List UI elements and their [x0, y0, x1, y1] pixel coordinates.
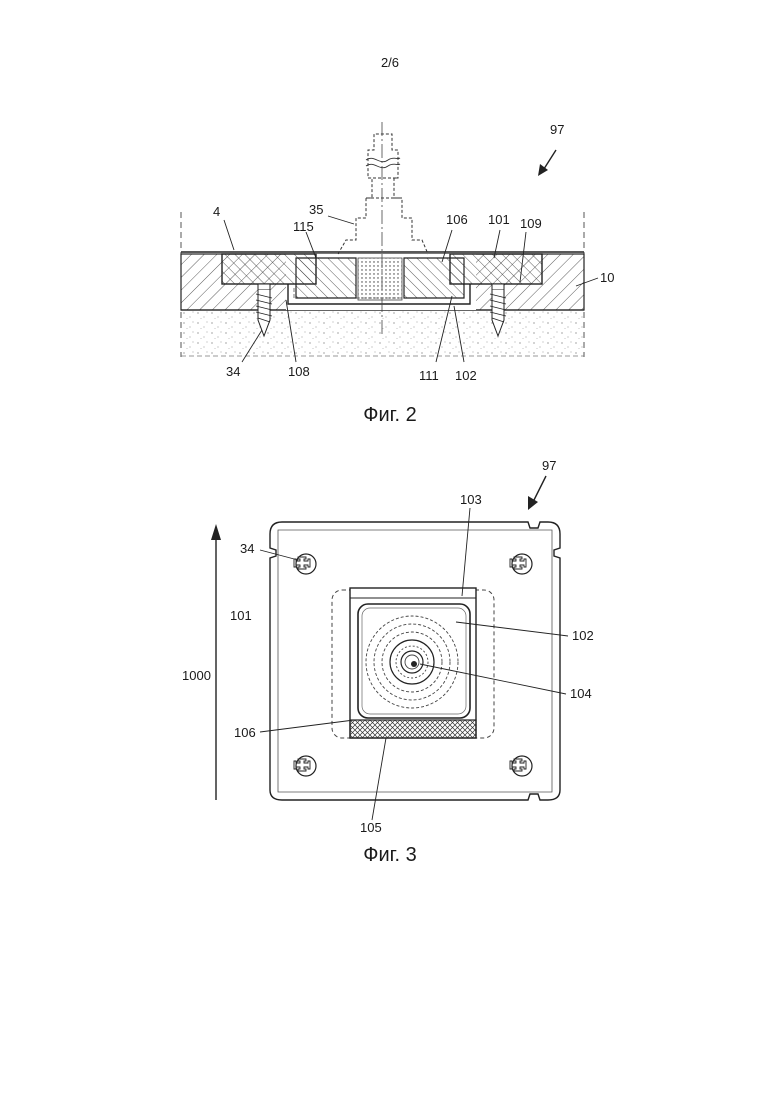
fig3-label-105: 105 [360, 820, 382, 835]
fig3-label-101: 101 [230, 608, 252, 623]
fig3-label-102: 102 [572, 628, 594, 643]
fig2-label-35: 35 [309, 202, 323, 217]
fig3-label-106: 106 [234, 725, 256, 740]
fitting-35 [338, 134, 428, 254]
fig3-label-103: 103 [460, 492, 482, 507]
substrate-layer [181, 310, 584, 356]
fig2-label-106: 106 [446, 212, 468, 227]
fig2-label-4: 4 [213, 204, 220, 219]
fig2-label-97: 97 [550, 122, 564, 137]
fig2-label-102: 102 [455, 368, 477, 383]
strip-105 [350, 720, 476, 738]
insert-right [404, 258, 464, 298]
insert-left [296, 258, 356, 298]
threaded-core [358, 258, 402, 300]
fig2-label-108: 108 [288, 364, 310, 379]
fig2-label-115: 115 [293, 219, 314, 234]
figure-2-cross-section: 97 4 35 115 106 101 109 10 34 108 111 10… [0, 0, 780, 420]
fig3-label-1000: 1000 [182, 668, 211, 683]
fig3-label-104: 104 [570, 686, 592, 701]
figure-2-caption: Фиг. 2 [0, 404, 780, 427]
fig2-label-109: 109 [520, 216, 542, 231]
fig2-label-10: 10 [600, 270, 614, 285]
figure-3-caption: Фиг. 3 [0, 844, 780, 867]
fig3-label-34: 34 [240, 541, 254, 556]
fig2-label-34: 34 [226, 364, 240, 379]
fig2-label-101: 101 [488, 212, 510, 227]
figure-3-top-view: 97 103 34 101 102 1000 104 106 105 [0, 440, 780, 860]
fig3-label-97: 97 [542, 458, 556, 473]
fig2-label-111: 111 [419, 368, 439, 383]
